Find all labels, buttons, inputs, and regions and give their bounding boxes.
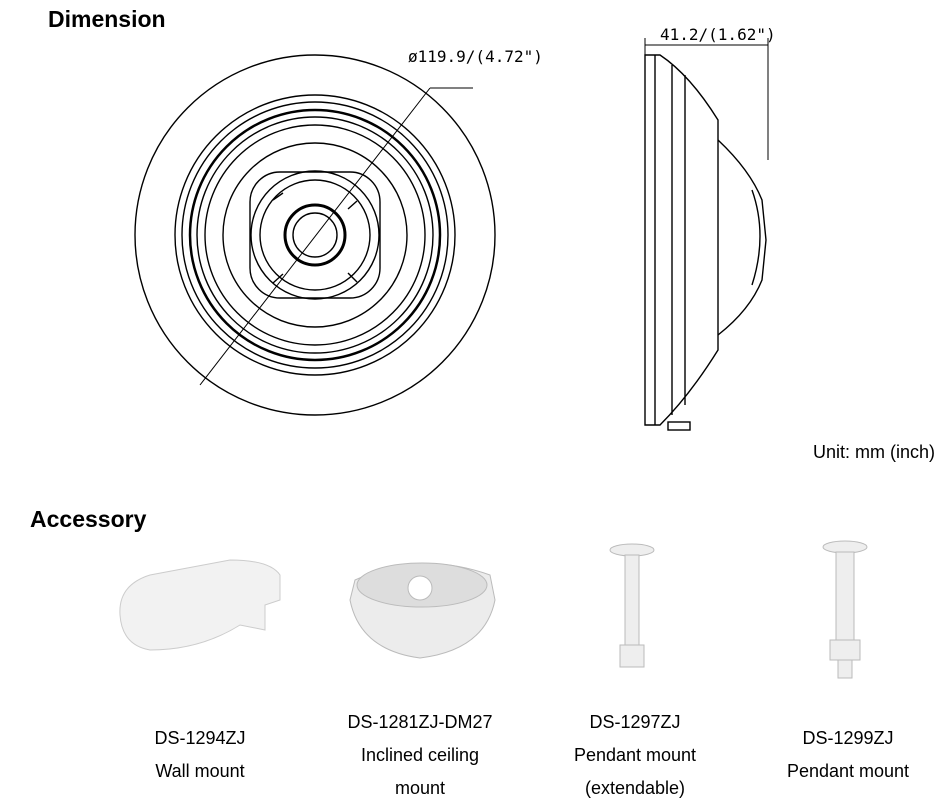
- unit-note: Unit: mm (inch): [812, 442, 935, 462]
- front-view-drawing: [134, 54, 496, 416]
- diameter-label: ø119.9/(4.72"): [408, 47, 543, 66]
- ceiling-mount-image: [349, 562, 496, 659]
- wall-mount-image: [119, 559, 281, 651]
- side-view-drawing: [644, 38, 769, 431]
- model: DS-1299ZJ: [802, 728, 894, 748]
- model: DS-1294ZJ: [154, 728, 246, 748]
- accessory-heading: Accessory: [30, 506, 147, 532]
- description-line2: mount: [394, 778, 446, 798]
- description: Pendant mount: [573, 745, 697, 765]
- accessory-ds-1294zj: DS-1294ZJ Wall mount: [100, 722, 300, 788]
- pendant-mount-image: [822, 540, 868, 679]
- accessory-ds-1281zj-dm27: DS-1281ZJ-DM27 Inclined ceiling mount: [310, 706, 530, 805]
- model: DS-1297ZJ: [589, 712, 681, 732]
- description: Pendant mount: [786, 761, 910, 781]
- pendant-mount-extendable-image: [609, 543, 655, 668]
- description: Wall mount: [155, 761, 245, 781]
- description-line2: (extendable): [584, 778, 686, 798]
- accessory-ds-1297zj: DS-1297ZJ Pendant mount (extendable): [535, 706, 735, 805]
- dimension-heading: Dimension: [48, 6, 166, 32]
- model: DS-1281ZJ-DM27: [347, 712, 493, 732]
- accessory-ds-1299zj: DS-1299ZJ Pendant mount: [748, 722, 943, 788]
- description: Inclined ceiling: [360, 745, 480, 765]
- depth-label: 41.2/(1.62"): [660, 25, 776, 44]
